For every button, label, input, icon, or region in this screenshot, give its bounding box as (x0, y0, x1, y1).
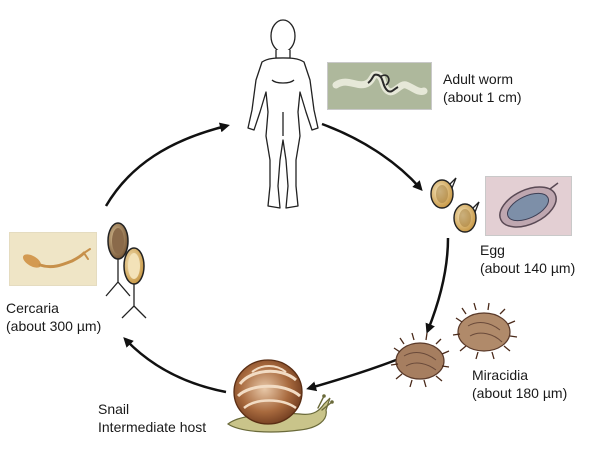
cercaria-icon (10, 233, 96, 285)
adult-worm-name: Adult worm (443, 71, 514, 87)
arrow-snail-to-cercaria (123, 337, 227, 394)
miracidium-icon (390, 302, 518, 388)
arrow-egg-to-miracidia (425, 237, 450, 334)
miracidia-size: (about 180 µm) (472, 385, 568, 401)
human-figure-icon (247, 19, 319, 209)
adult-worm-size: (about 1 cm) (443, 89, 522, 105)
miracidia-name: Miracidia (472, 367, 529, 383)
cercaria-photo (9, 232, 97, 286)
egg-micrograph-icon (486, 177, 571, 235)
egg-size: (about 140 µm) (480, 260, 576, 276)
cercaria-label: Cercaria (about 300 µm) (6, 299, 101, 335)
miracidia-label: Miracidia (about 180 µm) (472, 366, 567, 402)
snail-role: Intermediate host (98, 419, 207, 435)
arrow-cercaria-to-human (104, 122, 230, 207)
arrow-human-to-egg (321, 122, 423, 191)
cercaria-size: (about 300 µm) (6, 318, 102, 334)
egg-photo (485, 176, 572, 236)
egg-icon (430, 177, 480, 233)
egg-label: Egg (about 140 µm) (480, 241, 575, 277)
adult-worm-label: Adult worm (about 1 cm) (443, 70, 522, 106)
snail-icon (226, 359, 334, 433)
snail-name: Snail (98, 401, 130, 417)
snail-label: Snail Intermediate host (98, 400, 206, 436)
adult-worm-photo (327, 62, 432, 110)
cercaria-stage-icon (105, 222, 147, 319)
worm-icon (328, 63, 431, 109)
cercaria-name: Cercaria (6, 300, 59, 316)
arrow-miracidia-to-snail (306, 358, 397, 392)
egg-name: Egg (480, 242, 505, 258)
